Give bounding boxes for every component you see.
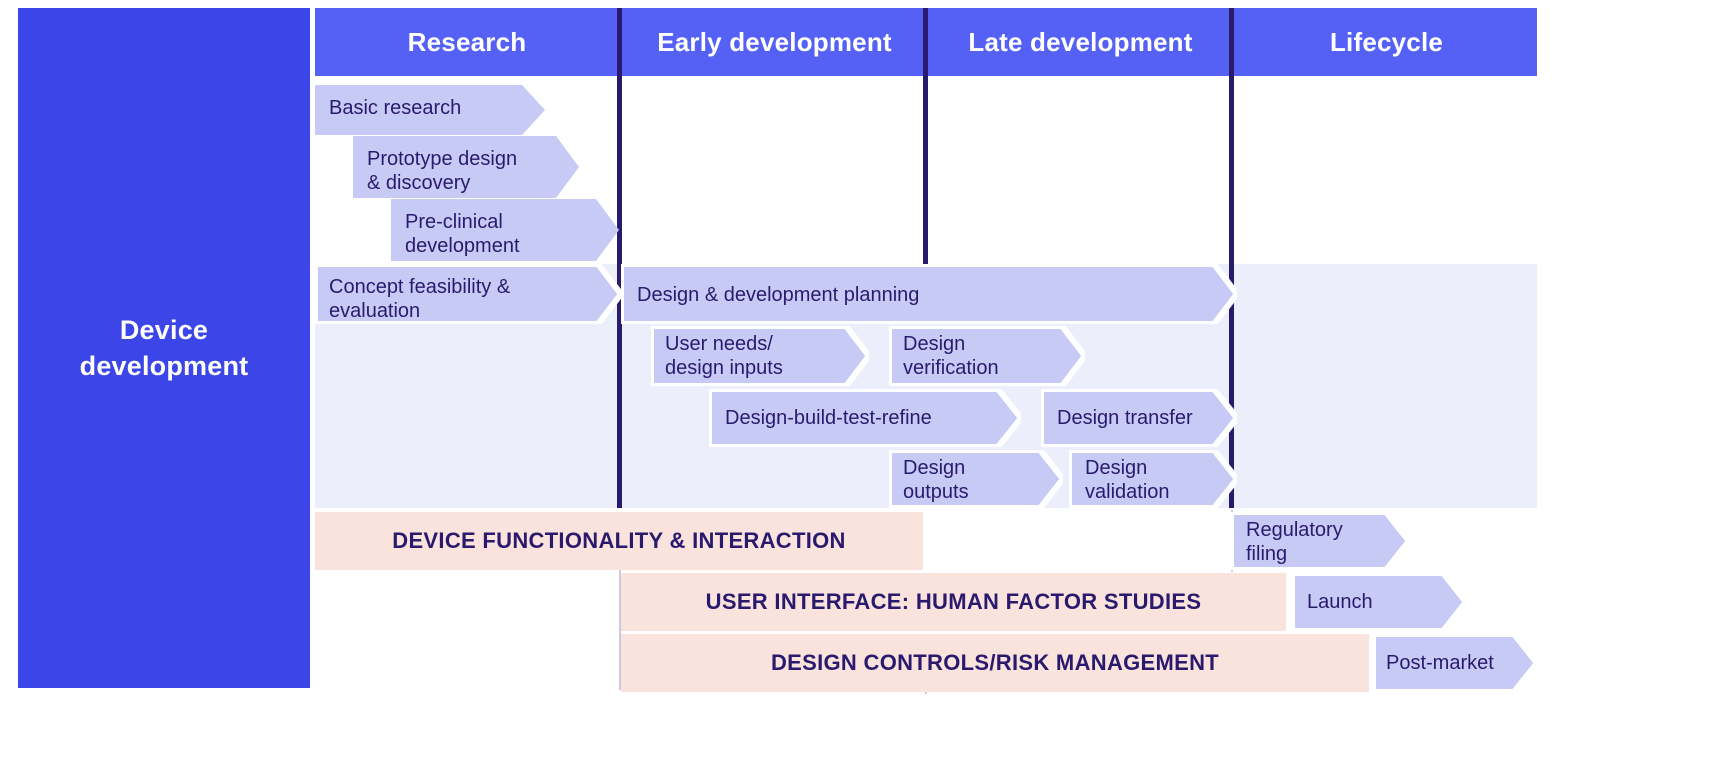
bar-user-interface[interactable]: USER INTERFACE: HUMAN FACTOR STUDIES (621, 573, 1286, 631)
phase-header-early-development-label: Early development (657, 26, 892, 57)
arrow-design-development-planning-label: Design & development planning (637, 284, 920, 306)
arrow-design-transfer-label: Design transfer (1057, 407, 1193, 429)
bar-device-functionality-label: DEVICE FUNCTIONALITY & INTERACTION (392, 528, 846, 553)
bar-user-interface-label: USER INTERFACE: HUMAN FACTOR STUDIES (705, 589, 1202, 614)
phase-divider-1 (617, 8, 622, 508)
arrow-design-outputs-label: Design outputs (903, 457, 969, 503)
arrow-pre-clinical-development-label: Pre-clinical development (405, 211, 520, 257)
phase-header-late-development-label: Late development (968, 26, 1193, 57)
phase-header-research[interactable]: Research (315, 8, 619, 76)
phase-header-early-development[interactable]: Early development (624, 8, 925, 76)
bar-design-controls[interactable]: DESIGN CONTROLS/RISK MANAGEMENT (621, 634, 1369, 692)
arrow-design-build-test-refine-label: Design-build-test-refine (725, 407, 932, 429)
sidebar-device-development[interactable]: Device development (18, 8, 310, 688)
arrow-concept-feasibility[interactable] (315, 264, 621, 324)
arrow-design-verification-label: Design verification (903, 333, 999, 379)
arrow-regulatory-filing[interactable] (1231, 512, 1409, 570)
arrow-design-development-planning[interactable] (621, 264, 1237, 324)
arrow-post-market[interactable] (1373, 634, 1537, 692)
arrow-user-needs-design-inputs-label: User needs/ design inputs (665, 333, 783, 379)
arrow-design-transfer[interactable] (1041, 389, 1237, 447)
phase-header-lifecycle-label: Lifecycle (1329, 26, 1444, 57)
sidebar-label: Device development (79, 315, 249, 381)
arrow-concept-feasibility-label: Concept feasibility & evaluation (329, 276, 511, 322)
bar-design-controls-label: DESIGN CONTROLS/RISK MANAGEMENT (770, 650, 1220, 675)
arrow-design-outputs[interactable] (889, 450, 1063, 508)
arrow-prototype-design-label: Prototype design & discovery (367, 148, 518, 194)
phase-header-research-label: Research (407, 26, 527, 57)
arrow-launch[interactable] (1292, 573, 1466, 631)
arrow-post-market-label: Post-market (1386, 652, 1494, 674)
arrow-basic-research[interactable] (315, 85, 545, 135)
arrow-user-needs-design-inputs[interactable] (651, 326, 869, 386)
phase-divider-1-lower (619, 570, 621, 690)
arrow-launch-label: Launch (1307, 591, 1373, 613)
arrow-prototype-design[interactable] (353, 136, 579, 198)
arrow-design-build-test-refine[interactable] (709, 389, 1021, 447)
phase-header-late-development[interactable]: Late development (930, 8, 1231, 76)
arrow-design-validation[interactable] (1069, 450, 1237, 508)
bar-device-functionality[interactable]: DEVICE FUNCTIONALITY & INTERACTION (315, 512, 923, 570)
phase-divider-2a (923, 8, 928, 270)
arrow-pre-clinical-development[interactable] (391, 199, 619, 261)
arrow-design-verification[interactable] (889, 326, 1085, 386)
arrow-regulatory-filing-label: Regulatory filing (1246, 519, 1343, 565)
phase-divider-3 (1229, 8, 1234, 508)
phase-header-lifecycle[interactable]: Lifecycle (1236, 8, 1537, 76)
arrow-design-validation-label: Design validation (1085, 457, 1170, 503)
arrow-basic-research-label: Basic research (329, 97, 462, 119)
